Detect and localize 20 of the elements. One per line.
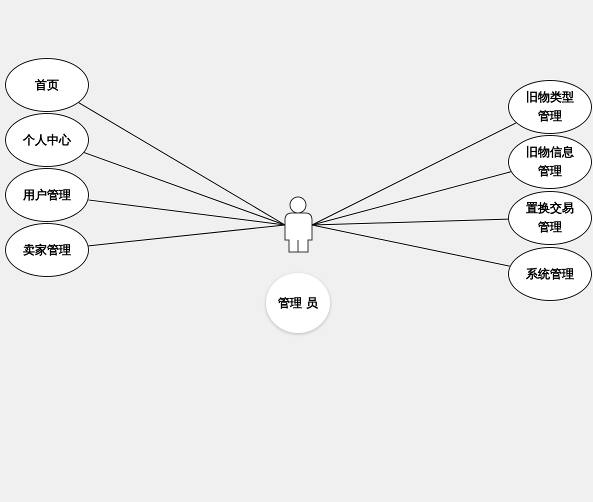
use-case-label: 置换交易管理 — [525, 200, 575, 236]
use-case-label: 系统管理 — [525, 266, 575, 282]
association-line — [88, 199, 286, 226]
use-case-label: 用户管理 — [22, 186, 72, 204]
association-line — [88, 224, 286, 246]
association-line — [84, 152, 286, 226]
association-line — [312, 218, 509, 226]
association-line — [312, 171, 512, 226]
use-case-label: 个人中心 — [22, 132, 72, 148]
use-case-label: 卖家管理 — [22, 242, 72, 258]
association-line — [312, 122, 517, 226]
use-case-label: 首页 — [34, 76, 60, 94]
association-line — [78, 102, 286, 226]
use-case-label: 旧物信息管理 — [525, 144, 575, 180]
use-case-ellipse — [5, 58, 89, 112]
actor-figure — [284, 196, 312, 252]
actor-label: 管理 员 — [266, 273, 330, 333]
use-case-label: 旧物类型管理 — [525, 89, 575, 125]
use-case-ellipse — [508, 80, 592, 134]
association-line — [312, 224, 510, 267]
